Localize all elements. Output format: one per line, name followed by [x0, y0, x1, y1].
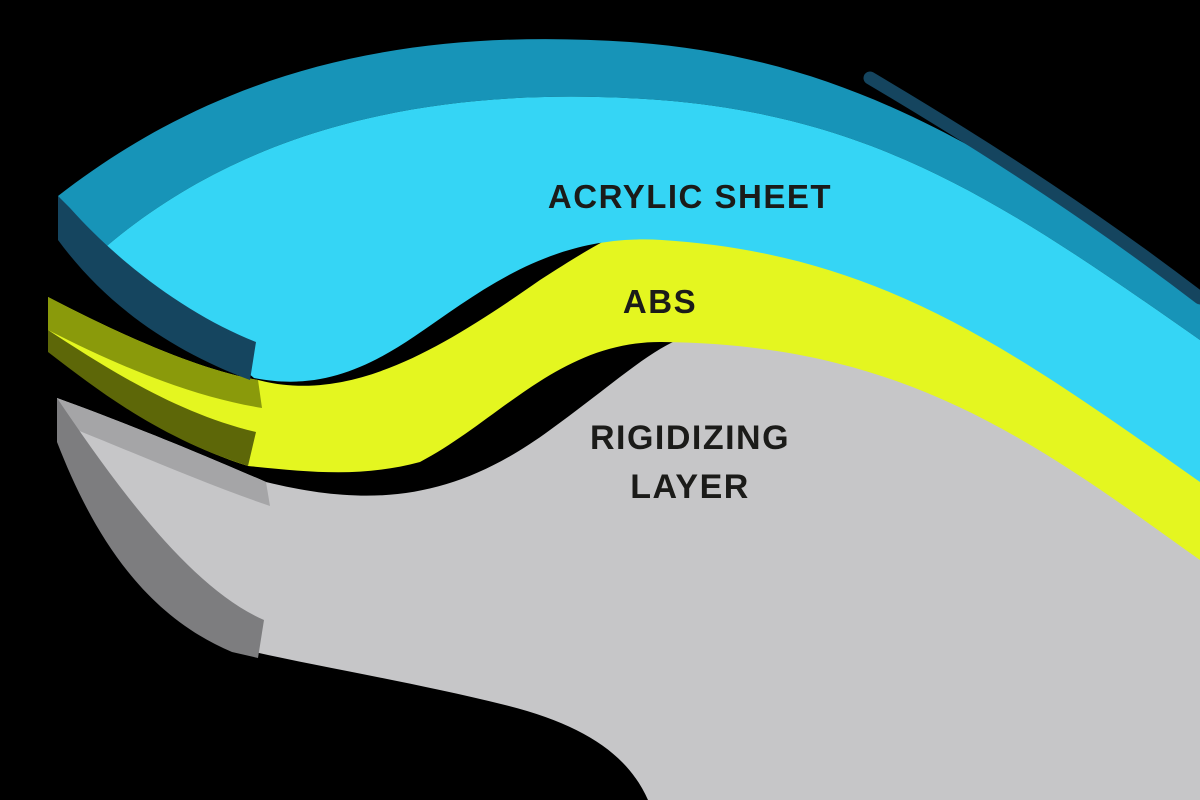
abs-edge-cap: [48, 330, 256, 466]
label-rigidizing-layer: RIGIDIZING LAYER: [589, 419, 791, 506]
rigidizing-top-surface: [57, 398, 270, 506]
abs-top-surface: [48, 297, 262, 408]
label-abs: ABS: [622, 283, 698, 320]
abs-front-face: [48, 222, 1200, 560]
acrylic-front-face: [102, 96, 1200, 482]
rigidizing-front-face: [57, 326, 1200, 800]
acrylic-edge-cap: [58, 196, 256, 380]
acrylic-top-surface: [58, 39, 1200, 340]
label-acrylic-sheet: ACRYLIC SHEET: [547, 178, 833, 215]
rigidizing-edge-cap: [57, 398, 264, 658]
acrylic-back-edge-line: [863, 71, 1200, 305]
